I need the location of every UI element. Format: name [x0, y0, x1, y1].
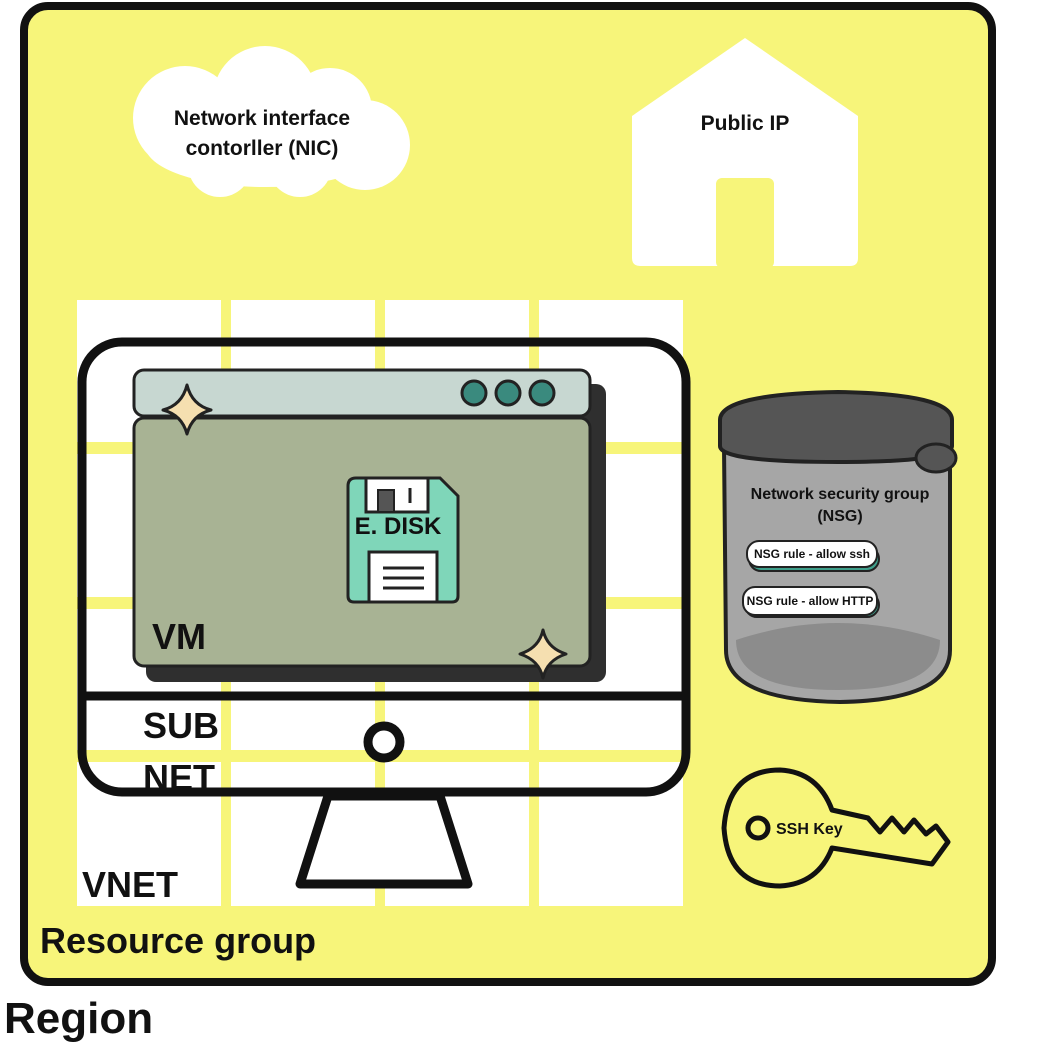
nsg-rule-label: NSG rule - allow ssh [746, 540, 878, 568]
subnet-label: SUB NET [143, 700, 219, 804]
nsg-rule-allow-http: NSG rule - allow HTTP [742, 586, 882, 624]
vnet-label: VNET [82, 864, 179, 905]
cloud-icon [133, 46, 410, 197]
nsg-label-line1: Network security group [750, 486, 930, 503]
public-ip-label: Public IP [700, 112, 790, 135]
key-icon [721, 767, 951, 889]
house-icon [632, 38, 858, 268]
disk-label: E. DISK [354, 513, 442, 540]
monitor-icon [77, 337, 691, 889]
nic-label-line1: Network interface [173, 107, 351, 130]
sparkle-icon [161, 383, 213, 436]
nsg-label-line2: (NSG) [817, 508, 863, 525]
subnet-label-line2: NET [143, 757, 215, 798]
trash-can-icon [718, 389, 958, 705]
nsg-rule-allow-ssh: NSG rule - allow ssh [746, 540, 882, 574]
nic-label: Network interface contorller (NIC) [132, 104, 392, 164]
floppy-disk-icon [346, 476, 460, 604]
nic-label-line2: contorller (NIC) [185, 137, 339, 160]
ssh-key-label: SSH Key [776, 821, 843, 838]
region-label: Region [4, 994, 154, 1043]
subnet-label-line1: SUB [143, 705, 220, 746]
nsg-label: Network security group (NSG) [730, 484, 950, 528]
nsg-rule-label: NSG rule - allow HTTP [742, 586, 878, 616]
resource-group-label: Resource group [40, 920, 317, 961]
vm-label: VM [152, 616, 206, 657]
sparkle-icon [518, 628, 568, 680]
